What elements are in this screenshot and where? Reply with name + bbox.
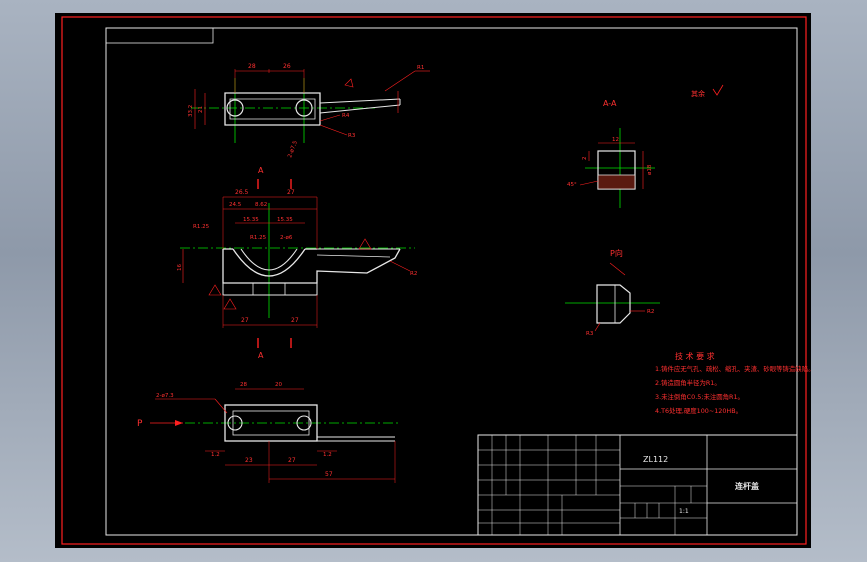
direction-label-p: P bbox=[137, 419, 143, 429]
dim-8-62: 8.62 bbox=[255, 202, 267, 208]
cad-drawing: 28 26 21 33.2 R1 R4 R3 2-ø7.5 A A bbox=[61, 16, 811, 545]
dim-27-bottom-b: 27 bbox=[291, 317, 299, 324]
section-a-a: A-A 12 2 ø18 45° bbox=[567, 99, 655, 208]
dim-1-2-a: 1.2 bbox=[211, 452, 220, 458]
sheet-border bbox=[61, 16, 807, 545]
section-dim-2: 2 bbox=[582, 157, 588, 161]
dim-26-5: 26.5 bbox=[235, 189, 249, 196]
dim-24-5: 24.5 bbox=[229, 202, 242, 208]
p-dim-r2: R2 bbox=[647, 309, 654, 315]
p-dim-r3: R3 bbox=[586, 331, 594, 337]
view-label-p: P向 bbox=[610, 248, 623, 258]
dim-27-b: 27 bbox=[288, 457, 296, 464]
tech-line-4: 4.T6处理,硬度100~120HB。 bbox=[655, 406, 742, 415]
dim-r1-25-a: R1.25 bbox=[250, 235, 267, 241]
dim-57: 57 bbox=[325, 471, 333, 478]
roughness-note: 其余 bbox=[691, 89, 705, 98]
tech-title: 技 术 要 求 bbox=[675, 351, 715, 361]
dim-2-phi7-5: 2-ø7.5 bbox=[287, 140, 299, 159]
dim-26: 26 bbox=[283, 63, 291, 70]
dim-r1: R1 bbox=[417, 65, 424, 71]
dim-20-bottom: 20 bbox=[275, 382, 282, 388]
dim-28: 28 bbox=[248, 63, 256, 70]
drawing-frame bbox=[105, 27, 798, 536]
bottom-view: 28 20 2-ø7.3 1.2 23 27 1.2 57 bbox=[155, 382, 400, 483]
tech-line-2: 2.铸造圆角半径为R1。 bbox=[655, 378, 721, 387]
dim-27-bottom-a: 27 bbox=[241, 317, 249, 324]
dim-23: 23 bbox=[245, 457, 253, 464]
front-view: 26.5 27 24.5 8.62 15.35 15.35 R1.25 2-ø6… bbox=[177, 189, 417, 328]
dim-16: 16 bbox=[177, 264, 183, 271]
dim-2-phi7-3: 2-ø7.3 bbox=[156, 393, 174, 399]
dim-21: 21 bbox=[198, 106, 204, 113]
dim-r4: R4 bbox=[342, 113, 350, 119]
dim-28-bottom: 28 bbox=[240, 382, 247, 388]
tech-requirements: 技 术 要 求 1.铸件应无气孔、疏松、缩孔、夹渣、砂眼等铸造缺陷。 2.铸造圆… bbox=[655, 351, 811, 415]
top-view: 28 26 21 33.2 R1 R4 R3 2-ø7.5 bbox=[188, 63, 430, 159]
cad-viewport[interactable]: 28 26 21 33.2 R1 R4 R3 2-ø7.5 A A bbox=[55, 13, 811, 548]
dim-1-2-b: 1.2 bbox=[323, 452, 332, 458]
section-label: A-A bbox=[603, 99, 617, 108]
dim-33-2: 33.2 bbox=[188, 105, 194, 117]
cut-label-a-bottom: A bbox=[258, 351, 264, 360]
section-dim-phi18: ø18 bbox=[647, 164, 653, 175]
dim-2-phi6: 2-ø6 bbox=[280, 235, 293, 241]
section-dim-45: 45° bbox=[567, 182, 577, 188]
dim-15-35-a: 15.35 bbox=[243, 217, 259, 223]
title-block: ZL112 连杆盖 1:1 bbox=[477, 434, 798, 536]
roughness-symbol bbox=[712, 84, 724, 96]
corner-box bbox=[105, 27, 214, 44]
dim-15-35-b: 15.35 bbox=[277, 217, 293, 223]
dim-r2: R2 bbox=[410, 271, 417, 277]
dim-r3: R3 bbox=[348, 133, 356, 139]
tech-line-1: 1.铸件应无气孔、疏松、缩孔、夹渣、砂眼等铸造缺陷。 bbox=[655, 364, 811, 373]
dim-27-top: 27 bbox=[287, 189, 295, 196]
p-view: P向 R2 R3 bbox=[565, 248, 660, 337]
part-code: ZL112 bbox=[643, 455, 668, 464]
tech-line-3: 3.未注倒角C0.5;未注圆角R1。 bbox=[655, 392, 744, 401]
part-name: 连杆盖 bbox=[735, 481, 759, 491]
section-dim-12: 12 bbox=[612, 137, 619, 143]
scale-value: 1:1 bbox=[679, 508, 689, 515]
cut-label-a-top: A bbox=[258, 166, 264, 175]
dim-r1-25-b: R1.25 bbox=[193, 224, 210, 230]
